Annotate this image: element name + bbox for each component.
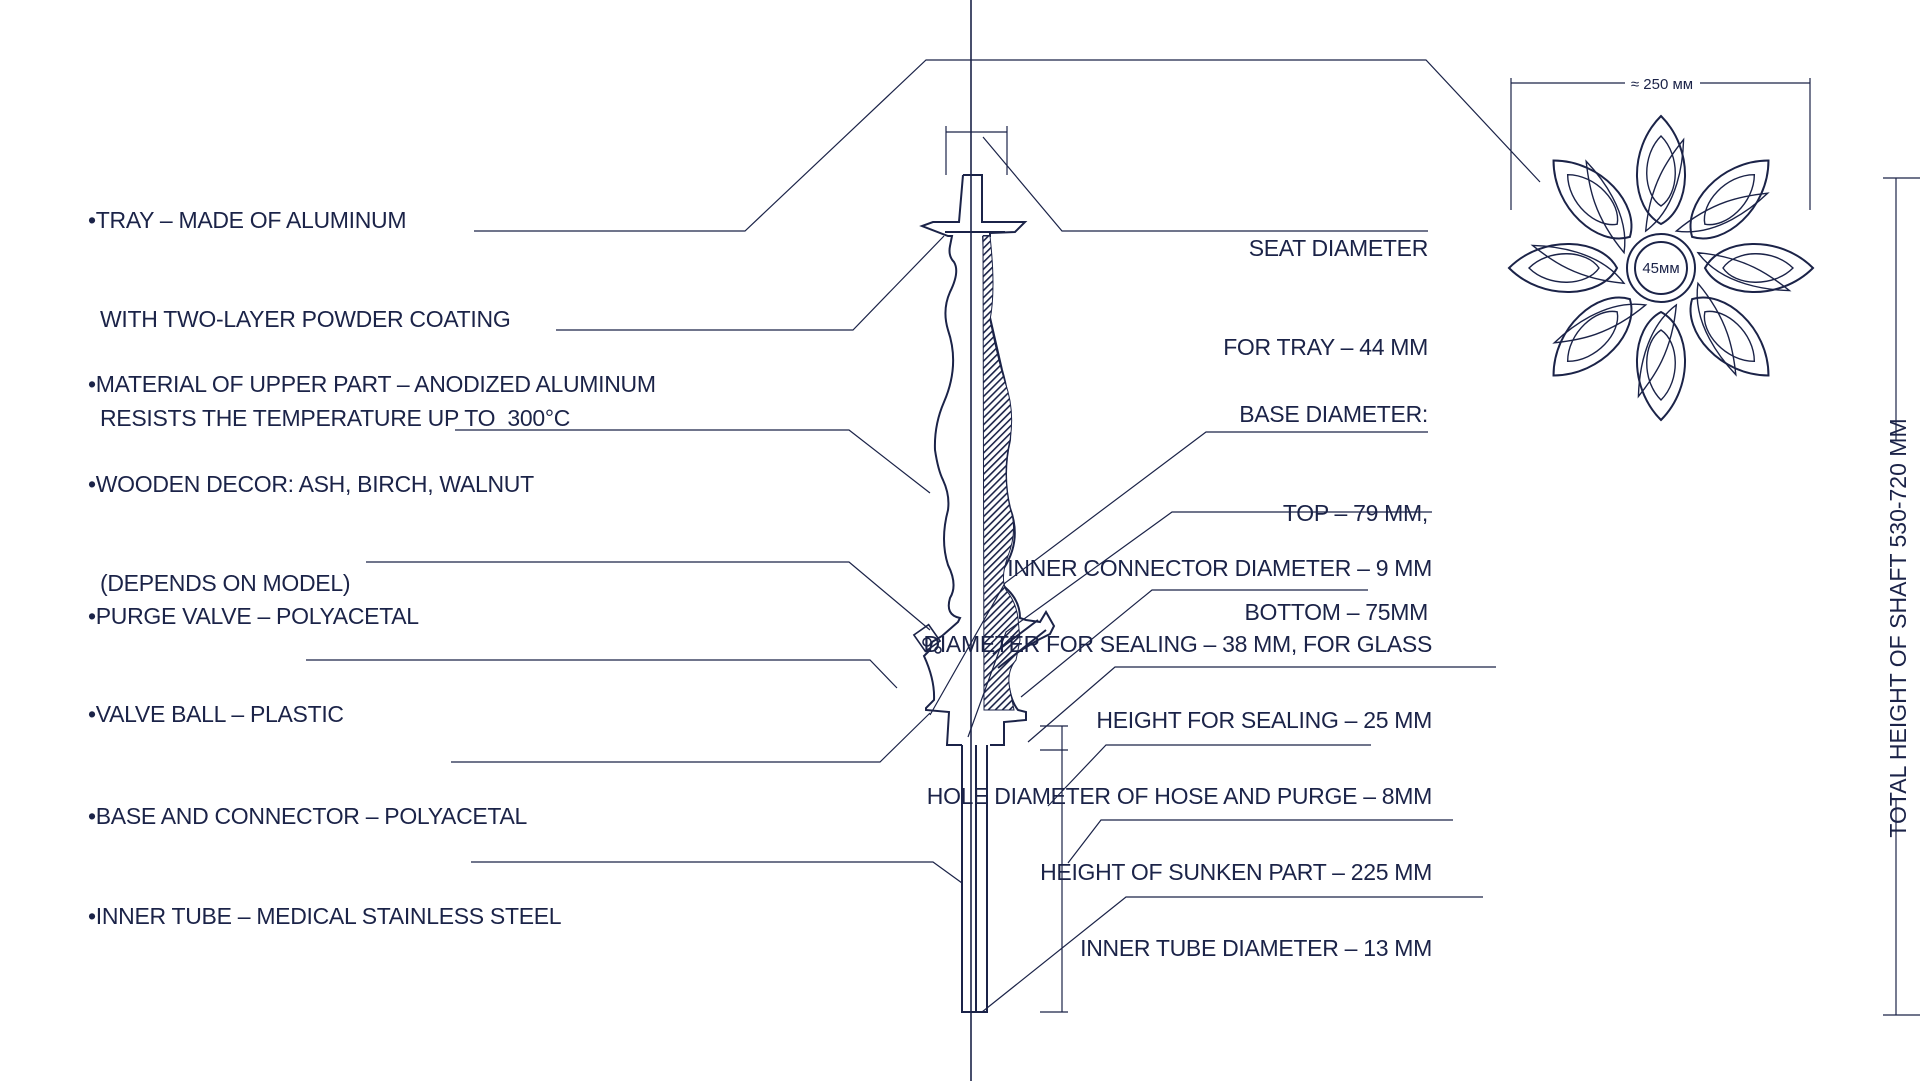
label-valve-ball: VALVE BALL – PLASTIC	[88, 632, 344, 764]
total-height-label: TOTAL HEIGHT OF SHAFT 530-720 MM	[1885, 418, 1911, 837]
rosette-petal-inner	[1566, 310, 1619, 363]
rosette-petal-inner	[1722, 253, 1794, 283]
label-inner-tube-diameter: INNER TUBE DIAMETER – 13 MM	[1080, 935, 1432, 961]
rosette-leaf	[1530, 244, 1626, 285]
height-dimensions	[1040, 725, 1068, 1013]
rosette-leaf	[1585, 159, 1626, 255]
rosette-petal-inner	[1646, 329, 1676, 401]
label-wooden-decor: WOODEN DECOR: ASH, BIRCH, WALNUT (DEPEND…	[88, 402, 534, 633]
label-upper-part: MATERIAL OF UPPER PART – ANODIZED ALUMIN…	[88, 302, 656, 434]
label-base-diameter: BASE DIAMETER: TOP – 79 MM, BOTTOM – 75M…	[1239, 401, 1428, 625]
rosette-petal	[1703, 243, 1815, 293]
label-tray: TRAY – MADE OF ALUMINUM WITH TWO-LAYER P…	[88, 138, 571, 468]
rosette-leaf	[1644, 137, 1685, 233]
rosette-petal	[1689, 296, 1770, 377]
wooden-section-hatch	[982, 235, 1021, 711]
right-leader-lines	[929, 136, 1496, 1013]
label-purge-valve: PURGE VALVE – POLYACETAL	[88, 534, 419, 666]
rosette-petal-inner	[1566, 173, 1619, 226]
tray-top-view	[1507, 78, 1815, 422]
label-sealing-height: HEIGHT FOR SEALING – 25 MM	[1096, 707, 1432, 733]
rosette-leaf	[1552, 303, 1648, 344]
rosette-petal	[1507, 243, 1619, 293]
tray-diameter-dimension: ≈ 250 мм	[1631, 76, 1693, 93]
seat-dimension	[945, 126, 1008, 175]
label-hole-diameter: HOLE DIAMETER OF HOSE AND PURGE – 8MM	[926, 783, 1433, 809]
rosette-petal	[1689, 159, 1770, 240]
rosette-petal	[1552, 159, 1633, 240]
rosette-petal-inner	[1703, 173, 1756, 226]
label-sealing-diameter: DIAMETER FOR SEALING – 38 MM, FOR GLASS	[923, 631, 1433, 657]
total-height-bracket	[1883, 177, 1920, 1016]
rosette-petal	[1636, 114, 1686, 226]
tray-center-dimension: 45мм	[1642, 260, 1679, 277]
rosette-petal-inner	[1528, 253, 1600, 283]
inner-tube	[961, 745, 988, 1013]
label-seat-diameter: SEAT DIAMETER FOR TRAY – 44 MM	[1223, 235, 1428, 360]
label-base-connector: BASE AND CONNECTOR – POLYACETAL	[88, 734, 528, 866]
label-inner-connector: INNER CONNECTOR DIAMETER – 9 MM	[1007, 555, 1432, 581]
left-leader-lines	[306, 59, 1541, 884]
rosette-petal	[1636, 310, 1686, 422]
rosette-leaf	[1696, 281, 1737, 377]
label-sunken-height: HEIGHT OF SUNKEN PART – 225 MM	[1040, 859, 1432, 885]
label-inner-tube: INNER TUBE – MEDICAL STAINLESS STEEL	[88, 834, 562, 966]
rosette-leaf	[1637, 303, 1678, 399]
rosette-leaf	[1696, 251, 1792, 292]
rosette-petal-inner	[1703, 310, 1756, 363]
rosette-leaf	[1674, 192, 1770, 233]
valve-ball-assembly	[912, 623, 942, 654]
rosette-petal	[1552, 296, 1633, 377]
rosette-petal-inner	[1646, 135, 1676, 207]
